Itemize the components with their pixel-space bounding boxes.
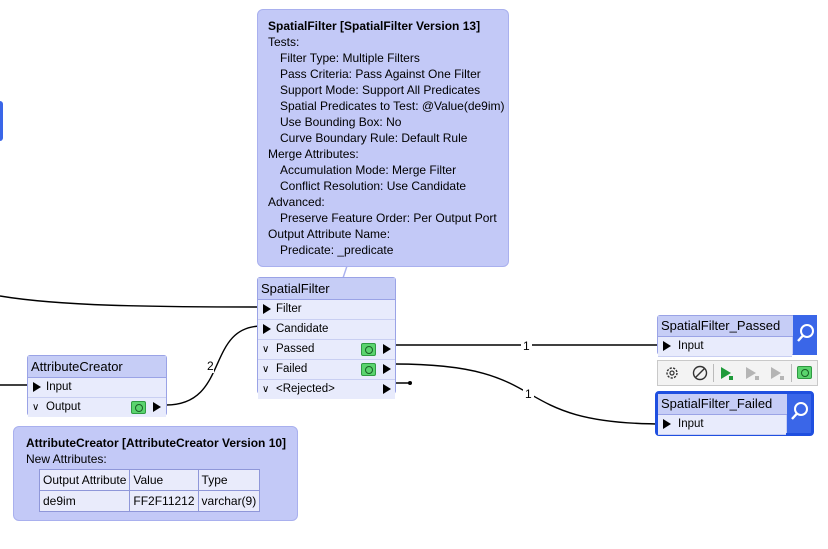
- spatialfilter-title: SpatialFilter: [258, 278, 395, 300]
- annotation-param-line: Use Bounding Box: No: [280, 115, 402, 129]
- table-header-row: Output Attribute Value Type: [38, 469, 261, 491]
- passed-count-label: 1: [521, 339, 532, 353]
- annotation-param-line: Support Mode: Support All Predicates: [280, 83, 481, 97]
- passed-inspector-title: SpatialFilter_Passed: [658, 316, 816, 337]
- filter-wire: [0, 295, 263, 308]
- failed-count-label: 1: [523, 387, 534, 401]
- candidate-wire: [165, 325, 263, 406]
- input-port-label: Input: [678, 418, 704, 430]
- table-cell: varchar(9): [197, 490, 261, 512]
- annotation-param-line: Spatial Predicates to Test: @Value(de9im…: [280, 99, 505, 113]
- annotation-param-line: Predicate: _predicate: [280, 243, 394, 257]
- candidate-count-label: 2: [207, 359, 214, 373]
- passed-port-label: Passed: [276, 343, 315, 355]
- disable-icon[interactable]: [691, 365, 709, 383]
- annotation-param-line: Curve Boundary Rule: Default Rule: [280, 131, 468, 145]
- magnifier-icon: [791, 402, 808, 420]
- failed-inspector-title: SpatialFilter_Failed: [658, 394, 811, 415]
- spatialfilter-annotation-title: SpatialFilter [SpatialFilter Version 13]: [268, 19, 481, 33]
- table-header: Value: [129, 469, 199, 491]
- output-arrow-icon: [383, 384, 391, 394]
- annotation-param-line: Filter Type: Multiple Filters: [280, 51, 420, 65]
- input-arrow-icon: [263, 304, 271, 314]
- gear-icon[interactable]: [663, 365, 681, 383]
- rejected-port-label: <Rejected>: [276, 383, 335, 395]
- spatialfilter-annotation[interactable]: SpatialFilter [SpatialFilter Version 13]…: [257, 9, 509, 267]
- table-cell: FF2F11212: [129, 490, 199, 512]
- offscreen-node-edge: [0, 101, 3, 141]
- input-port-label: Input: [678, 340, 704, 352]
- toolbar-divider: [791, 364, 792, 382]
- failed-port-label: Failed: [276, 363, 308, 375]
- node-toolbar: [657, 360, 818, 386]
- failed-inspector[interactable]: SpatialFilter_Failed Input: [655, 391, 814, 436]
- run-this-icon[interactable]: [768, 365, 786, 383]
- table-cell: de9im: [38, 490, 131, 512]
- annotation-section-line: Merge Attributes:: [268, 147, 359, 161]
- toolbar-divider: [713, 364, 714, 382]
- inspect-button[interactable]: [787, 394, 811, 433]
- run-to-here-icon[interactable]: [718, 365, 736, 383]
- eye-icon[interactable]: [131, 401, 146, 414]
- annotation-param-line: Accumulation Mode: Merge Filter: [280, 163, 457, 177]
- chevron-down-icon[interactable]: ∨: [262, 384, 270, 395]
- passed-inspector[interactable]: SpatialFilter_Passed Input: [657, 315, 817, 357]
- note-anchor-line: [342, 265, 348, 279]
- attributecreator-annotation-subtitle: New Attributes:: [26, 452, 107, 466]
- output-arrow-icon: [383, 344, 391, 354]
- eye-icon[interactable]: [361, 363, 376, 376]
- annotation-section-line: Tests:: [268, 35, 300, 49]
- attributecreator-annotation-title: AttributeCreator [AttributeCreator Versi…: [26, 436, 287, 450]
- eye-icon[interactable]: [797, 366, 812, 379]
- output-arrow-icon: [153, 402, 161, 412]
- output-port-label: Output: [46, 401, 81, 413]
- candidate-port-label: Candidate: [276, 323, 329, 335]
- attributecreator-output-port[interactable]: ∨ Output: [28, 398, 166, 417]
- inspect-button[interactable]: [793, 315, 817, 355]
- magnifier-icon: [797, 324, 814, 342]
- failed-output-port[interactable]: ∨ Failed: [258, 360, 395, 380]
- output-arrow-icon: [383, 364, 391, 374]
- annotation-param-line: Preserve Feature Order: Per Output Port: [280, 211, 497, 225]
- run-from-here-icon[interactable]: [743, 365, 761, 383]
- table-row: de9im FF2F11212 varchar(9): [38, 490, 261, 512]
- attributecreator-annotation[interactable]: AttributeCreator [AttributeCreator Versi…: [13, 426, 298, 521]
- attributecreator-transformer[interactable]: AttributeCreator Input ∨ Output: [27, 355, 167, 417]
- input-arrow-icon: [663, 341, 671, 351]
- candidate-input-port[interactable]: Candidate: [258, 320, 395, 340]
- filter-port-label: Filter: [276, 303, 302, 315]
- annotation-section-line: Output Attribute Name:: [268, 227, 391, 241]
- spatialfilter-transformer[interactable]: SpatialFilter Filter Candidate ∨ Passed …: [257, 277, 396, 399]
- attributecreator-title: AttributeCreator: [28, 356, 166, 378]
- annotation-section-line: Advanced:: [268, 195, 325, 209]
- passed-output-port[interactable]: ∨ Passed: [258, 340, 395, 360]
- rejected-stub-end: [408, 381, 412, 385]
- chevron-down-icon[interactable]: ∨: [262, 344, 270, 355]
- attributecreator-input-port[interactable]: Input: [28, 378, 166, 398]
- table-header: Output Attribute: [38, 469, 131, 491]
- input-arrow-icon: [33, 382, 41, 392]
- passed-inspector-input-port[interactable]: Input: [658, 337, 792, 357]
- annotation-param-line: Pass Criteria: Pass Against One Filter: [280, 67, 481, 81]
- chevron-down-icon[interactable]: ∨: [32, 402, 40, 413]
- eye-icon[interactable]: [361, 343, 376, 356]
- failed-inspector-input-port[interactable]: Input: [658, 415, 786, 435]
- annotation-param-line: Conflict Resolution: Use Candidate: [280, 179, 467, 193]
- new-attributes-table: Output Attribute Value Type de9im FF2F11…: [38, 469, 261, 512]
- rejected-output-port[interactable]: ∨ <Rejected>: [258, 380, 395, 399]
- filter-input-port[interactable]: Filter: [258, 300, 395, 320]
- input-port-label: Input: [46, 381, 72, 393]
- input-arrow-icon: [263, 324, 271, 334]
- table-header: Type: [197, 469, 261, 491]
- chevron-down-icon[interactable]: ∨: [262, 364, 270, 375]
- input-arrow-icon: [663, 419, 671, 429]
